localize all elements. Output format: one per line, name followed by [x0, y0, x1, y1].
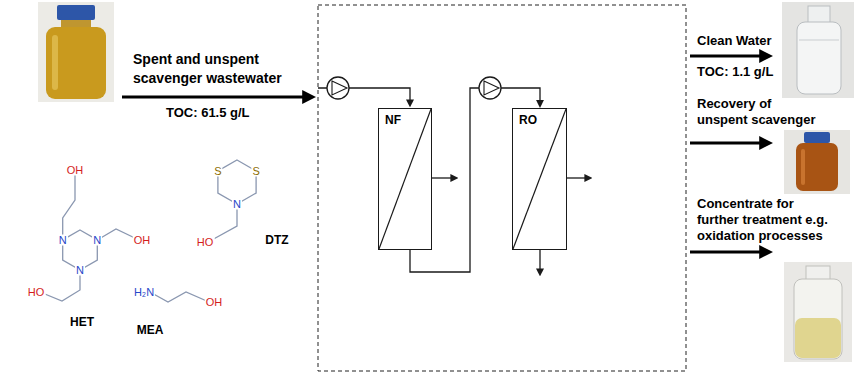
- bottle-body: [797, 22, 841, 94]
- membrane-unit: NF: [378, 108, 432, 250]
- atom-label: H₂N: [133, 287, 155, 298]
- flow-label: Recovery of unspent scavenger: [697, 96, 822, 128]
- compound-name: HET: [70, 316, 94, 328]
- pump-symbol: [484, 81, 499, 95]
- bottle-shine: [801, 149, 805, 185]
- bottle-liquid: [795, 318, 841, 358]
- flow-label: Clean Water: [697, 33, 772, 49]
- atom-label: OH: [205, 297, 224, 308]
- bottle-neck: [806, 266, 830, 280]
- outlet-line: [539, 250, 540, 270]
- atom-label: S: [213, 166, 222, 177]
- chain-bond: [210, 204, 237, 241]
- bottle-body: [796, 143, 838, 191]
- membrane-symbol: [513, 109, 566, 249]
- photo-ground: [784, 262, 852, 362]
- atom-label: HO: [27, 287, 46, 298]
- unit-label: NF: [379, 109, 407, 131]
- outlet-line: [567, 177, 586, 178]
- atom-label: N: [75, 265, 85, 276]
- process-boundary: [318, 5, 686, 371]
- atom-label: N: [232, 199, 242, 210]
- water-line: [799, 40, 839, 41]
- photo-ground: [782, 2, 854, 98]
- pump-symbol: [327, 77, 349, 99]
- membrane-line: [379, 109, 431, 249]
- flow-label: Concentrate for further treatment e.g. o…: [697, 196, 837, 244]
- atom-label: OH: [66, 165, 85, 176]
- ring-bond: [218, 160, 256, 204]
- bottle-shine: [52, 35, 58, 90]
- bottle-cap: [57, 5, 95, 20]
- outlet-line: [432, 177, 452, 178]
- bottle-body: [794, 279, 842, 359]
- product-arrow: [690, 142, 762, 145]
- chain-bond: [63, 170, 75, 240]
- atom-label: HO: [196, 237, 215, 248]
- compound-name: DTZ: [265, 234, 288, 246]
- product-arrow: [690, 55, 762, 58]
- unit-label: RO: [513, 109, 543, 131]
- bottle-body: [46, 27, 106, 99]
- membrane-line: [513, 109, 566, 249]
- feed-arrow: [122, 96, 305, 99]
- atom-label: S: [251, 166, 260, 177]
- compound-name: MEA: [137, 324, 164, 336]
- membrane-symbol: [379, 109, 431, 249]
- atom-label: N: [92, 235, 102, 246]
- pump-symbol: [332, 81, 347, 95]
- pump-symbol: [479, 77, 501, 99]
- product-arrow: [690, 251, 762, 254]
- atom-label: OH: [133, 235, 152, 246]
- bottle-cap: [804, 132, 830, 143]
- flow-label: Spent and unspent scavenger wastewater: [133, 50, 305, 88]
- atom-label: N: [58, 235, 68, 246]
- photo-ground: [784, 130, 850, 194]
- chain-bond: [150, 292, 209, 302]
- flow-label: TOC: 61.5 g/L: [166, 105, 250, 121]
- structure-bonds: [40, 160, 256, 302]
- flow-label: TOC: 1.1 g/L: [697, 64, 773, 80]
- bottle-neck: [61, 20, 91, 28]
- chain-bond: [40, 270, 80, 301]
- membrane-unit: RO: [512, 108, 567, 250]
- bottle-neck: [808, 6, 830, 24]
- photo-ground: [38, 2, 114, 102]
